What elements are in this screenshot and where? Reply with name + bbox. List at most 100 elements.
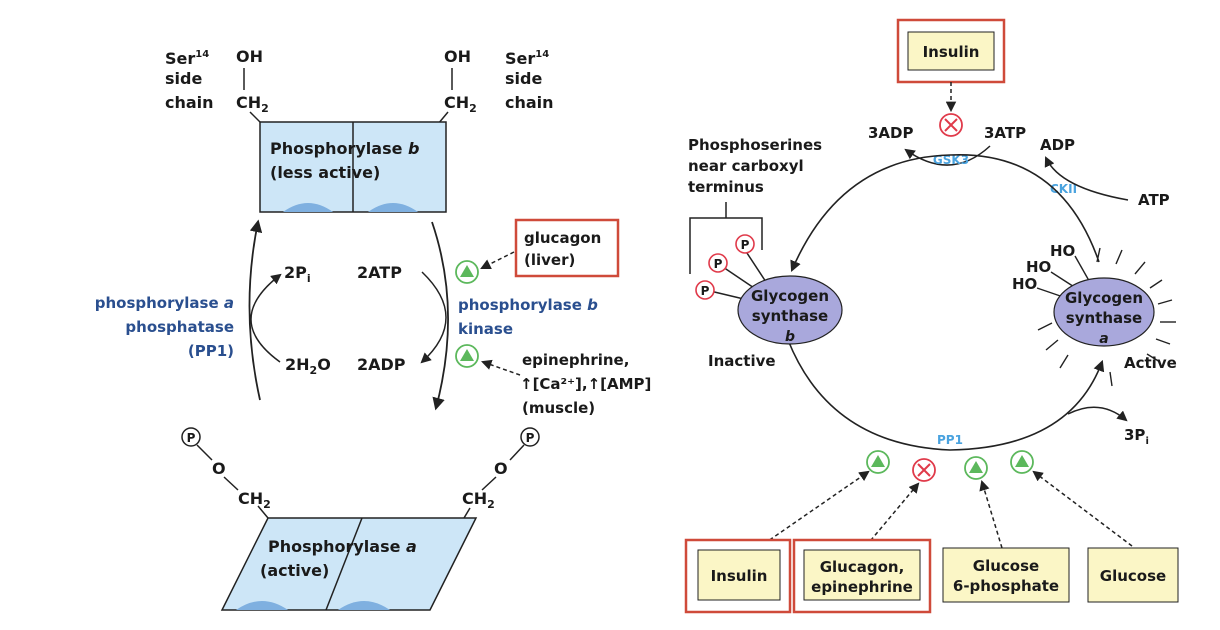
svg-text:side: side: [165, 69, 202, 88]
pi-release-arrow: [250, 273, 282, 363]
svg-text:phosphatase: phosphatase: [125, 318, 234, 336]
svg-text:terminus: terminus: [688, 178, 764, 196]
svg-text:P: P: [714, 257, 723, 271]
hydroxyl-left: OH CH2: [236, 47, 269, 125]
activate-epinephrine-icon: [455, 344, 479, 368]
glucagon-dashed-arrow: [480, 251, 515, 269]
svg-text:O: O: [212, 459, 226, 478]
svg-text:phosphorylase b: phosphorylase b: [458, 296, 598, 314]
ser14-right-label: Ser14 side chain: [505, 49, 554, 112]
activate-insulin-icon: [866, 450, 890, 474]
three-adp-label: 3ADP: [868, 124, 914, 142]
gsk3-arc-arrow: [904, 145, 991, 166]
pi-release-arc: [1067, 406, 1128, 422]
svg-text:Glycogen: Glycogen: [751, 287, 829, 305]
activate-glucose-icon: [1010, 450, 1034, 474]
three-pi-label: 3Pi: [1124, 426, 1149, 447]
insulin-dashed-arrow: [757, 470, 870, 549]
glucose-regulator: Glucose: [1087, 547, 1179, 603]
activate-g6p-icon: [964, 456, 988, 480]
svg-text:CH2: CH2: [236, 93, 269, 115]
svg-text:HO: HO: [1050, 242, 1075, 260]
svg-text:synthase: synthase: [752, 307, 828, 325]
svg-text:HO: HO: [1012, 275, 1037, 293]
svg-text:P: P: [187, 431, 196, 445]
svg-text:chain: chain: [165, 93, 214, 112]
svg-text:CH2: CH2: [238, 489, 271, 511]
three-atp-label: 3ATP: [984, 124, 1026, 142]
svg-text:a: a: [1099, 331, 1108, 347]
phosphate-left: P O CH2: [181, 427, 271, 519]
dephosphorylation-arrow: [248, 219, 263, 401]
glycogen-synthase-panel: Insulin 3ADP 3ATP GSK3 ADP CKII ATP Phos…: [684, 18, 1179, 614]
insulin-regulator: Insulin: [684, 538, 792, 614]
glucagon-regulator: glucagon (liver): [514, 218, 620, 278]
phosphate-right: P O CH2: [462, 427, 540, 519]
activate-glucagon-icon: [455, 260, 479, 284]
svg-text:Phosphoserines: Phosphoserines: [688, 136, 822, 154]
phosphoserines-label: Phosphoserines near carboxyl terminus: [688, 136, 822, 196]
atp-label: ATP: [1138, 191, 1170, 209]
svg-text:P: P: [526, 431, 535, 445]
ser14-left-label: Ser14 side chain: [165, 49, 214, 112]
svg-text:Phosphorylase b: Phosphorylase b: [270, 139, 419, 158]
svg-text:Ser14: Ser14: [165, 49, 209, 68]
gsk3-label: GSK3: [933, 153, 969, 167]
two-h2o-label: 2H2O: [285, 355, 331, 377]
activity-rays: [1037, 247, 1176, 387]
svg-text:P: P: [741, 238, 750, 252]
insulin-top-regulator: Insulin: [896, 18, 1006, 84]
glycogen-synthase-a: Glycogen synthase a: [1053, 277, 1155, 347]
svg-text:kinase: kinase: [458, 320, 513, 338]
svg-text:Glycogen: Glycogen: [1065, 289, 1143, 307]
phosphoserine-bracket: [689, 202, 763, 274]
hydroxyl-groups-synthase-a: HO HO HO: [1012, 242, 1093, 301]
svg-text:b: b: [785, 329, 795, 345]
g6p-dashed-arrow: [979, 479, 1003, 549]
svg-text:Insulin: Insulin: [711, 567, 768, 585]
svg-text:phosphorylase a: phosphorylase a: [95, 294, 234, 312]
two-pi-label: 2Pi: [284, 263, 311, 285]
epinephrine-regulator: epinephrine, ↑[Ca²⁺],↑[AMP] (muscle): [520, 351, 651, 417]
phosphorylation-arrow: [431, 221, 449, 411]
svg-text:Phosphorylase a: Phosphorylase a: [268, 537, 417, 556]
two-adp-label: 2ADP: [357, 355, 406, 374]
epinephrine-dashed-arrow: [481, 359, 521, 376]
phosphorylase-a-box: Phosphorylase a (active): [220, 517, 478, 611]
glucose-6-phosphate-regulator: Glucose 6-phosphate: [942, 547, 1070, 603]
svg-text:CH2: CH2: [444, 93, 477, 115]
svg-text:Glucose: Glucose: [973, 557, 1039, 575]
adp-label: ADP: [1040, 136, 1075, 154]
active-label: Active: [1124, 354, 1177, 372]
cycle-bottom-arc: [787, 339, 1105, 451]
svg-text:side: side: [505, 69, 542, 88]
phosphorylase-panel: Ser14 side chain Ser14 side chain OH CH2…: [95, 47, 651, 611]
pp1-label: PP1: [937, 433, 963, 447]
glucagon-epinephrine-regulator: Glucagon, epinephrine: [792, 538, 932, 614]
svg-text:O: O: [494, 459, 508, 478]
svg-text:Glucagon,: Glucagon,: [820, 558, 905, 576]
svg-text:↑[Ca²⁺],↑[AMP]: ↑[Ca²⁺],↑[AMP]: [520, 375, 651, 393]
svg-text:HO: HO: [1026, 258, 1051, 276]
svg-text:Glucose: Glucose: [1100, 567, 1166, 585]
glycogen-synthase-b: Glycogen synthase b: [737, 275, 843, 345]
svg-text:P: P: [701, 284, 710, 298]
svg-text:(less active): (less active): [270, 163, 380, 182]
svg-text:epinephrine: epinephrine: [811, 578, 913, 596]
svg-text:epinephrine,: epinephrine,: [522, 351, 629, 369]
svg-text:(muscle): (muscle): [522, 399, 595, 417]
inhibit-glucagon-icon: [912, 458, 936, 482]
inactive-label: Inactive: [708, 352, 776, 370]
phosphorylase-b-box: Phosphorylase b (less active): [259, 121, 447, 213]
atp-to-adp-arrow: [420, 271, 447, 364]
svg-text:6-phosphate: 6-phosphate: [953, 577, 1059, 595]
ckii-arc-arrow: [1044, 156, 1129, 201]
svg-text:glucagon: glucagon: [524, 229, 601, 247]
svg-text:(active): (active): [260, 561, 329, 580]
cycle-top-arc: [790, 154, 1100, 273]
svg-text:Insulin: Insulin: [923, 43, 980, 61]
glucagon-dashed-arrow-right: [865, 482, 920, 547]
svg-text:CH2: CH2: [462, 489, 495, 511]
svg-text:OH: OH: [236, 47, 263, 66]
